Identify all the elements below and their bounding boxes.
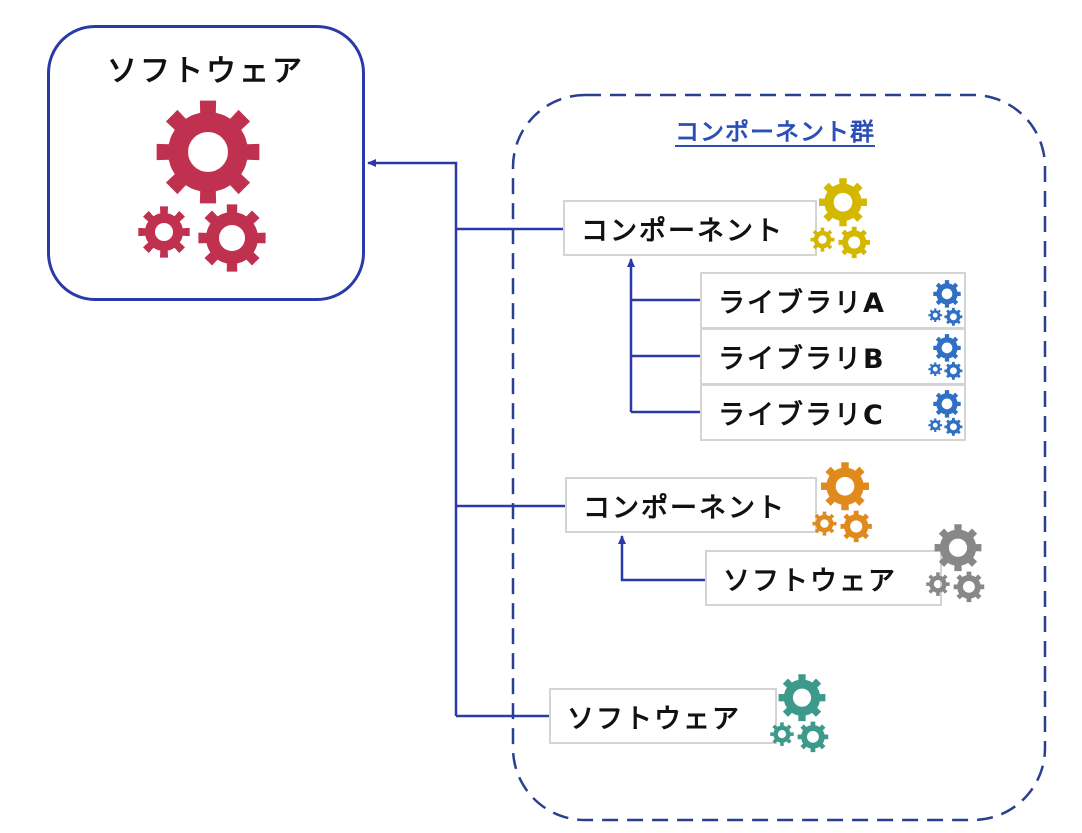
gears-icon <box>770 674 829 753</box>
large-gear-icon <box>778 674 826 722</box>
root-software-title: ソフトウェア <box>107 54 305 89</box>
large-gear-icon <box>156 100 260 204</box>
small-gear-icon <box>812 511 837 536</box>
large-gear-icon <box>933 280 961 308</box>
component-node-2[interactable]: コンポーネント <box>565 477 817 533</box>
root-software-box[interactable]: ソフトウェア <box>47 25 365 301</box>
gears-icon <box>926 524 985 603</box>
library-node-a-label: ライブラリA <box>718 288 886 319</box>
library-node-b[interactable]: ライブラリB <box>700 328 966 385</box>
library-node-b-label: ライブラリB <box>718 344 886 375</box>
large-gear-icon <box>819 178 867 227</box>
connector-main-trunk <box>367 159 458 716</box>
small-gear-icon <box>944 361 963 380</box>
software-node-3[interactable]: ソフトウェア <box>549 688 777 744</box>
software-node-2[interactable]: ソフトウェア <box>705 550 942 606</box>
small-gear-icon <box>770 722 794 746</box>
large-gear-icon <box>821 462 869 511</box>
library-node-c[interactable]: ライブラリC <box>700 384 966 441</box>
small-gear-icon <box>840 510 872 543</box>
small-gear-icon <box>928 418 943 433</box>
software-node-3-label: ソフトウェア <box>567 703 741 735</box>
library-node-c-label: ライブラリC <box>718 400 885 431</box>
small-gear-icon <box>810 227 835 252</box>
small-gear-icon <box>926 572 950 596</box>
small-gear-icon <box>138 206 190 258</box>
gears-icon <box>928 334 963 380</box>
small-gear-icon <box>928 308 943 323</box>
large-gear-icon <box>933 390 961 418</box>
large-gear-icon <box>933 334 961 362</box>
small-gear-icon <box>944 417 963 436</box>
gears-icon <box>928 390 963 436</box>
component-group-boundary <box>511 93 1047 822</box>
large-gear-icon <box>934 524 982 572</box>
component-group-title: コンポーネント群 <box>675 118 875 146</box>
gears-icon <box>812 462 872 543</box>
gears-icon <box>138 100 266 272</box>
connector-software2 <box>618 535 705 582</box>
gears-icon <box>810 178 870 259</box>
component-node-1[interactable]: コンポーネント <box>563 200 817 256</box>
component-node-2-label: コンポーネント <box>583 492 786 524</box>
software-node-2-label: ソフトウェア <box>723 565 897 597</box>
small-gear-icon <box>928 362 943 377</box>
small-gear-icon <box>198 204 266 272</box>
small-gear-icon <box>797 721 829 753</box>
gears-icon <box>928 280 963 326</box>
library-node-a[interactable]: ライブラリA <box>700 272 966 329</box>
component-node-1-label: コンポーネント <box>581 215 784 247</box>
small-gear-icon <box>944 307 963 326</box>
connectors <box>367 159 705 718</box>
small-gear-icon <box>838 226 870 259</box>
small-gear-icon <box>953 571 985 603</box>
